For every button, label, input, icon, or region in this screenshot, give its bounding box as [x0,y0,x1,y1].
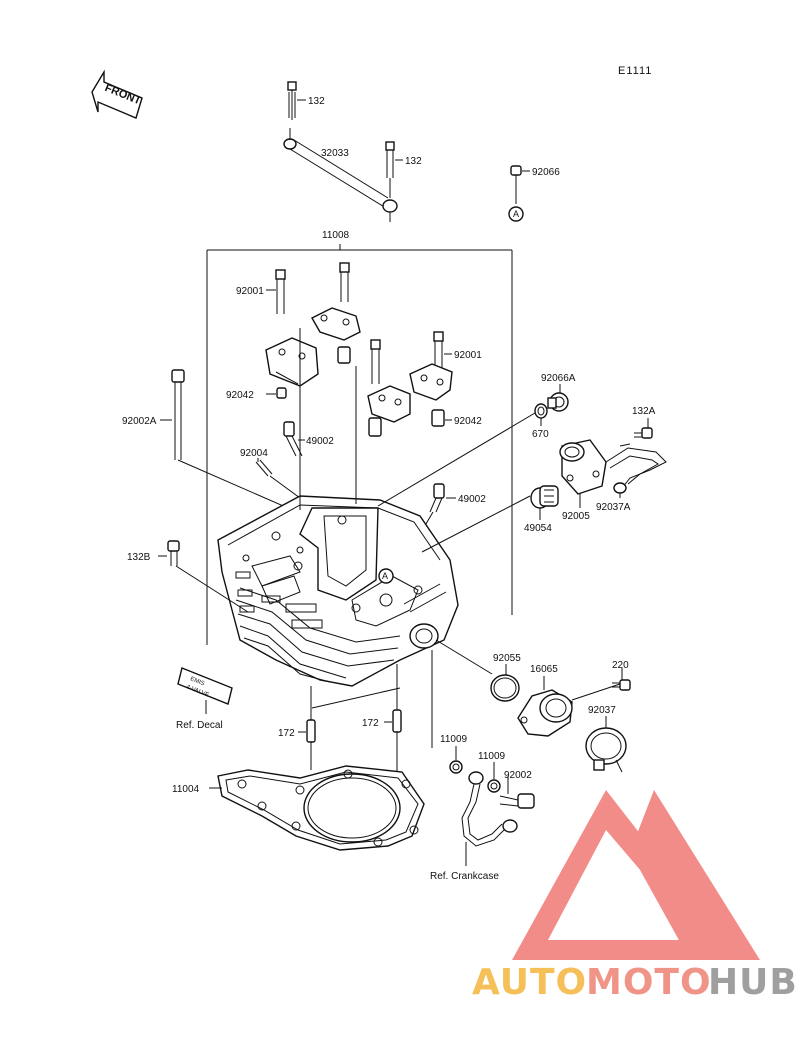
label-11004: 11004 [172,784,200,795]
label-132-mid: 132 [405,156,422,167]
label-92066a: 92066A [541,373,576,384]
camshaft-holder-upper-icon [311,307,361,341]
label-132-top: 132 [308,96,325,107]
camshaft-holder-left-icon [265,337,319,387]
watermark-logo: AUTO MOTO HUB [472,790,798,1003]
label-172-right: 172 [362,718,379,729]
clamp-92037-icon [585,727,627,773]
label-49002-right: 49002 [458,494,486,505]
head-gasket-11004-icon [217,765,425,851]
bolt-middle-icon [370,339,381,384]
diagram-code: E1111 [618,65,652,77]
oring-670-icon [534,403,548,419]
label-92002: 92002 [504,770,532,781]
bolt-132a-icon [634,427,653,439]
camshaft-holder-right-icon [409,363,453,401]
callout-a-head: A [382,571,388,581]
dowel-172-right-icon [392,664,402,800]
oring-92055-icon [490,674,520,702]
label-132b: 132B [127,552,151,563]
label-92066: 92066 [532,167,560,178]
stay-rod-32033-icon [283,128,398,222]
label-92042-right: 92042 [454,416,482,427]
watermark-triangle-icon [512,790,760,960]
label-92005: 92005 [562,511,590,522]
cylinder-head-icon: A [217,495,459,687]
label-ref-crankcase: Ref. Crankcase [430,871,499,882]
bolt-92002-icon [499,793,535,809]
label-11009-left: 11009 [440,734,468,745]
label-92055: 92055 [493,653,521,664]
label-49054: 49054 [524,523,552,534]
bolt-132b-icon [167,540,180,566]
dowel-92042-right-icon [431,409,445,427]
oil-pipe-icon [461,771,518,847]
dowel-172-left-icon [306,686,316,770]
callout-a-top: A [513,209,519,219]
label-16065: 16065 [530,664,558,675]
label-11009-right: 11009 [478,751,506,762]
bolt-92001-right-icon [433,331,444,370]
bolt-upper-center-icon [339,262,350,302]
decal-line-1: EMIS [189,676,205,687]
label-220: 220 [612,660,629,671]
washer-11009-left-icon [449,760,463,774]
dowel-92042-left-icon [276,387,287,399]
label-ref-decal: Ref. Decal [176,720,223,731]
label-92037: 92037 [588,705,616,716]
dowel-center-icon [368,417,382,437]
decal-icon: EMIS 4-VALVE [177,667,233,705]
thermostat-housing-92005-icon [559,439,607,495]
plug-92066-icon: A [508,165,524,222]
assembly-bracket-11008 [206,244,513,645]
bolt-132-mid-icon [385,141,395,198]
label-49002-left: 49002 [306,436,334,447]
dowel-upper-icon [337,346,351,364]
bolt-132-top-icon [287,81,297,120]
label-172-left: 172 [278,728,295,739]
label-92002a: 92002A [122,416,157,427]
label-92037a: 92037A [596,502,631,513]
front-arrow-icon: FRONT [91,69,143,119]
pipe-92037a-icon [605,443,667,494]
screw-92004-icon [255,459,301,499]
washer-11009-right-icon [487,779,501,793]
label-92001-left: 92001 [236,286,264,297]
camshaft-holder-center-icon [367,385,411,423]
plug-92066a-icon [547,392,569,412]
label-92004: 92004 [240,448,268,459]
watermark-hub: HUB [708,962,798,1003]
label-670: 670 [532,429,549,440]
label-132a: 132A [632,406,656,417]
stud-49002-left-icon [283,421,303,457]
label-11008: 11008 [322,230,350,241]
watermark-auto: AUTO [472,962,587,1003]
watermark-moto: MOTO [586,962,712,1003]
label-32033: 32033 [321,148,349,159]
screw-220-icon [612,679,631,691]
label-92042-left: 92042 [226,390,254,401]
thermostat-49054-icon [530,485,559,509]
label-92001-right: 92001 [454,350,482,361]
bolt-92001-left-icon [275,269,286,314]
